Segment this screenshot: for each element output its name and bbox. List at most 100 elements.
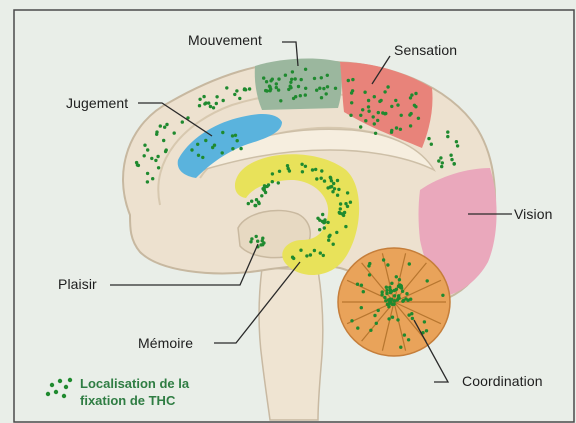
thc-dot: [356, 283, 359, 286]
thc-dot: [231, 134, 234, 137]
thc-dot: [439, 156, 442, 159]
thc-dot: [209, 105, 212, 108]
thc-dot: [248, 87, 251, 90]
thc-dot: [390, 129, 393, 132]
label-memoire: Mémoire: [138, 335, 193, 351]
thc-dot: [381, 111, 384, 114]
thc-dot: [359, 114, 362, 117]
thc-dot: [268, 85, 271, 88]
thc-dot: [395, 275, 398, 278]
thc-dot: [449, 154, 452, 157]
thc-dot: [368, 273, 371, 276]
thc-dot: [279, 99, 282, 102]
thc-dot: [364, 119, 367, 122]
thc-dot: [304, 93, 307, 96]
thc-dot: [446, 135, 449, 138]
thc-dot: [275, 86, 278, 89]
thc-dot: [450, 158, 453, 161]
thc-dot: [373, 122, 376, 125]
thc-dot: [383, 90, 386, 93]
thc-dot: [351, 78, 354, 81]
thc-dot: [284, 74, 287, 77]
thc-dot: [299, 249, 302, 252]
label-jugement: Jugement: [66, 95, 128, 111]
thc-dot: [323, 226, 326, 229]
thc-dot: [396, 318, 399, 321]
thc-dot: [291, 256, 294, 259]
thc-dot: [198, 98, 201, 101]
thc-dot: [225, 86, 228, 89]
label-plaisir: Plaisir: [58, 276, 97, 292]
label-vision: Vision: [514, 206, 552, 222]
thc-dot: [350, 319, 353, 322]
thc-dot: [360, 284, 363, 287]
thc-dot: [319, 251, 322, 254]
thc-dot: [222, 99, 225, 102]
thc-dot: [383, 296, 386, 299]
thc-dot: [215, 102, 218, 105]
thc-dot: [425, 329, 428, 332]
thc-dot: [239, 147, 242, 150]
thc-dot: [235, 89, 238, 92]
thc-dot: [197, 154, 200, 157]
thc-dot: [212, 106, 215, 109]
thc-dot: [318, 219, 321, 222]
thc-dot: [372, 115, 375, 118]
thc-dot: [394, 99, 397, 102]
thc-dot: [264, 89, 267, 92]
thc-dot: [290, 78, 293, 81]
thc-dot: [367, 110, 370, 113]
thc-dot: [440, 165, 443, 168]
thc-dot: [255, 198, 258, 201]
thc-dot: [203, 102, 206, 105]
thc-dot: [327, 239, 330, 242]
brainstem: [259, 268, 323, 420]
thc-dot: [234, 134, 237, 137]
thc-dot: [369, 329, 372, 332]
thc-dot: [367, 99, 370, 102]
thc-dot: [314, 168, 317, 171]
thc-dot: [340, 212, 343, 215]
thc-dot: [271, 180, 274, 183]
thc-dot: [277, 77, 280, 80]
thc-dot: [441, 161, 444, 164]
thc-dot: [390, 298, 393, 301]
thc-dot: [385, 289, 388, 292]
thc-dot: [360, 306, 363, 309]
green-dots-icon: [46, 378, 72, 398]
thc-dot: [337, 188, 340, 191]
thc-dot: [294, 77, 297, 80]
thc-dot: [409, 124, 412, 127]
thc-dot: [313, 77, 316, 80]
thc-dot: [155, 133, 158, 136]
thc-dot: [157, 166, 160, 169]
thc-dot: [330, 185, 333, 188]
thc-dot: [430, 143, 433, 146]
thc-dot: [409, 96, 412, 99]
thc-dot: [320, 76, 323, 79]
thc-dot: [255, 235, 258, 238]
thc-dot: [362, 290, 365, 293]
thc-dot: [261, 187, 264, 190]
thc-dot: [409, 298, 412, 301]
legend-line-1: Localisation de la: [80, 375, 189, 392]
thc-dot: [164, 150, 167, 153]
thc-dot: [294, 95, 297, 98]
thc-dot: [287, 167, 290, 170]
thc-dot: [441, 294, 444, 297]
thc-dot: [390, 105, 393, 108]
thc-dot: [202, 95, 205, 98]
thc-dot: [399, 128, 402, 131]
thc-dot: [231, 147, 234, 150]
thc-dot: [387, 317, 390, 320]
thc-dot: [326, 186, 329, 189]
thc-dot: [289, 81, 292, 84]
thc-dot: [344, 202, 347, 205]
thc-dot: [413, 104, 416, 107]
thc-dot: [151, 177, 154, 180]
thc-dot: [401, 290, 404, 293]
thc-dot: [374, 132, 377, 135]
thc-dot: [367, 105, 370, 108]
thc-dot: [376, 119, 379, 122]
